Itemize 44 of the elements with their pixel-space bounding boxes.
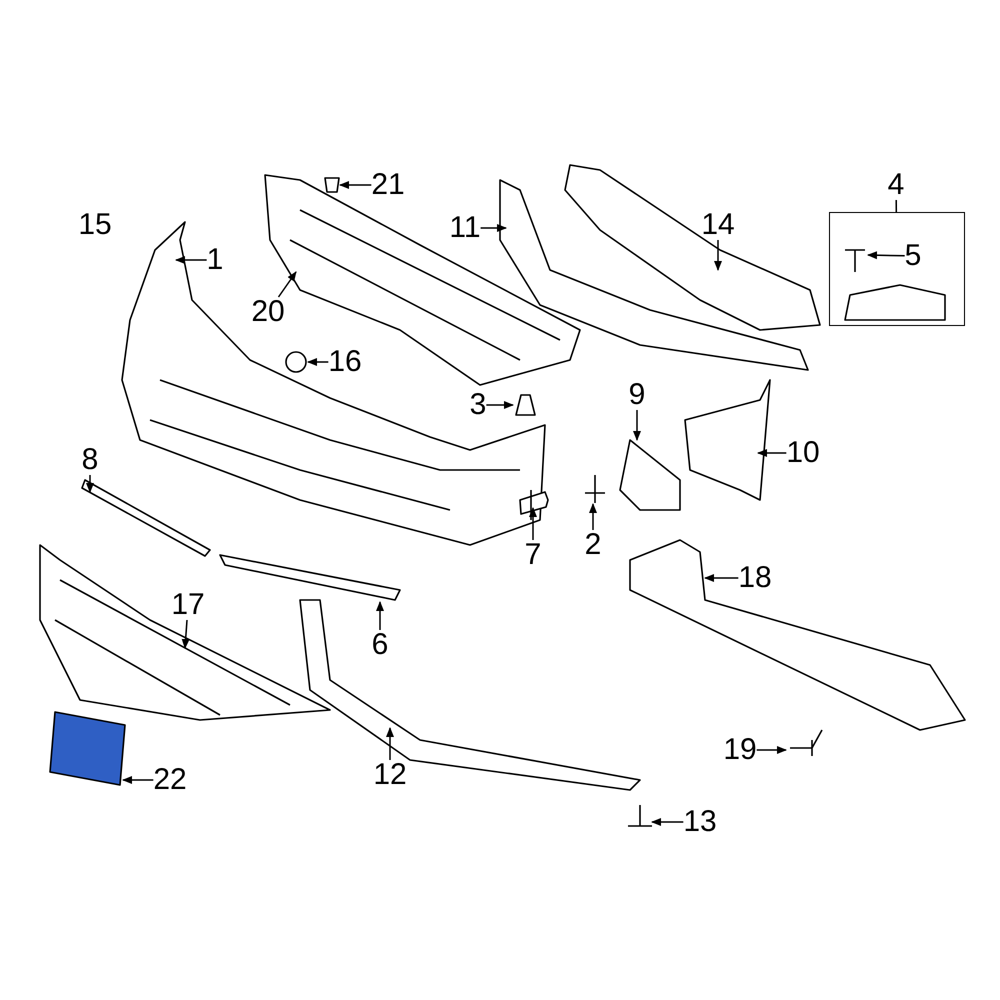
leader-line [486, 401, 514, 409]
callout-number: 12 [373, 760, 407, 790]
leader-line [529, 507, 537, 540]
callout-number: 10 [786, 438, 820, 468]
callout-number: 7 [524, 540, 542, 570]
leader-line [376, 601, 384, 630]
callout-number: 16 [328, 347, 362, 377]
leader-line [182, 620, 190, 649]
callout-number: 17 [171, 590, 205, 620]
callout-number: 21 [371, 170, 405, 200]
callout-number: 15 [78, 210, 112, 240]
leader-line [867, 251, 905, 260]
leader-line [278, 271, 297, 298]
leader-line [757, 449, 786, 457]
callout-number: 13 [683, 807, 717, 837]
callout-number: 11 [449, 213, 481, 243]
callout-number: 2 [584, 530, 602, 560]
callout-number: 14 [701, 210, 735, 240]
leader-line [589, 503, 597, 530]
leader-line [895, 200, 898, 212]
callout-number: 5 [904, 241, 922, 271]
leader-line [175, 256, 207, 264]
leader-line [386, 727, 394, 760]
callout-number: 1 [206, 245, 224, 275]
leader-line [122, 776, 154, 784]
callout-number: 3 [470, 390, 486, 420]
leader-line [704, 574, 738, 582]
callout-number: 9 [628, 380, 646, 410]
leader-line [86, 475, 94, 493]
leader-line [714, 240, 722, 271]
leader-line [651, 818, 684, 826]
callout-number: 8 [82, 445, 98, 475]
leader-line [633, 410, 641, 441]
callout-number: 4 [888, 170, 904, 200]
callout-number: 18 [738, 563, 772, 593]
leader-line [339, 181, 372, 189]
leader-line [480, 224, 507, 232]
leader-line [756, 746, 787, 754]
callout-number: 6 [372, 630, 388, 660]
kit-frame [829, 212, 965, 326]
callout-number: 22 [153, 765, 187, 795]
callout-number: 20 [251, 297, 285, 327]
callout-number: 19 [723, 735, 757, 765]
leader-line [307, 358, 328, 366]
